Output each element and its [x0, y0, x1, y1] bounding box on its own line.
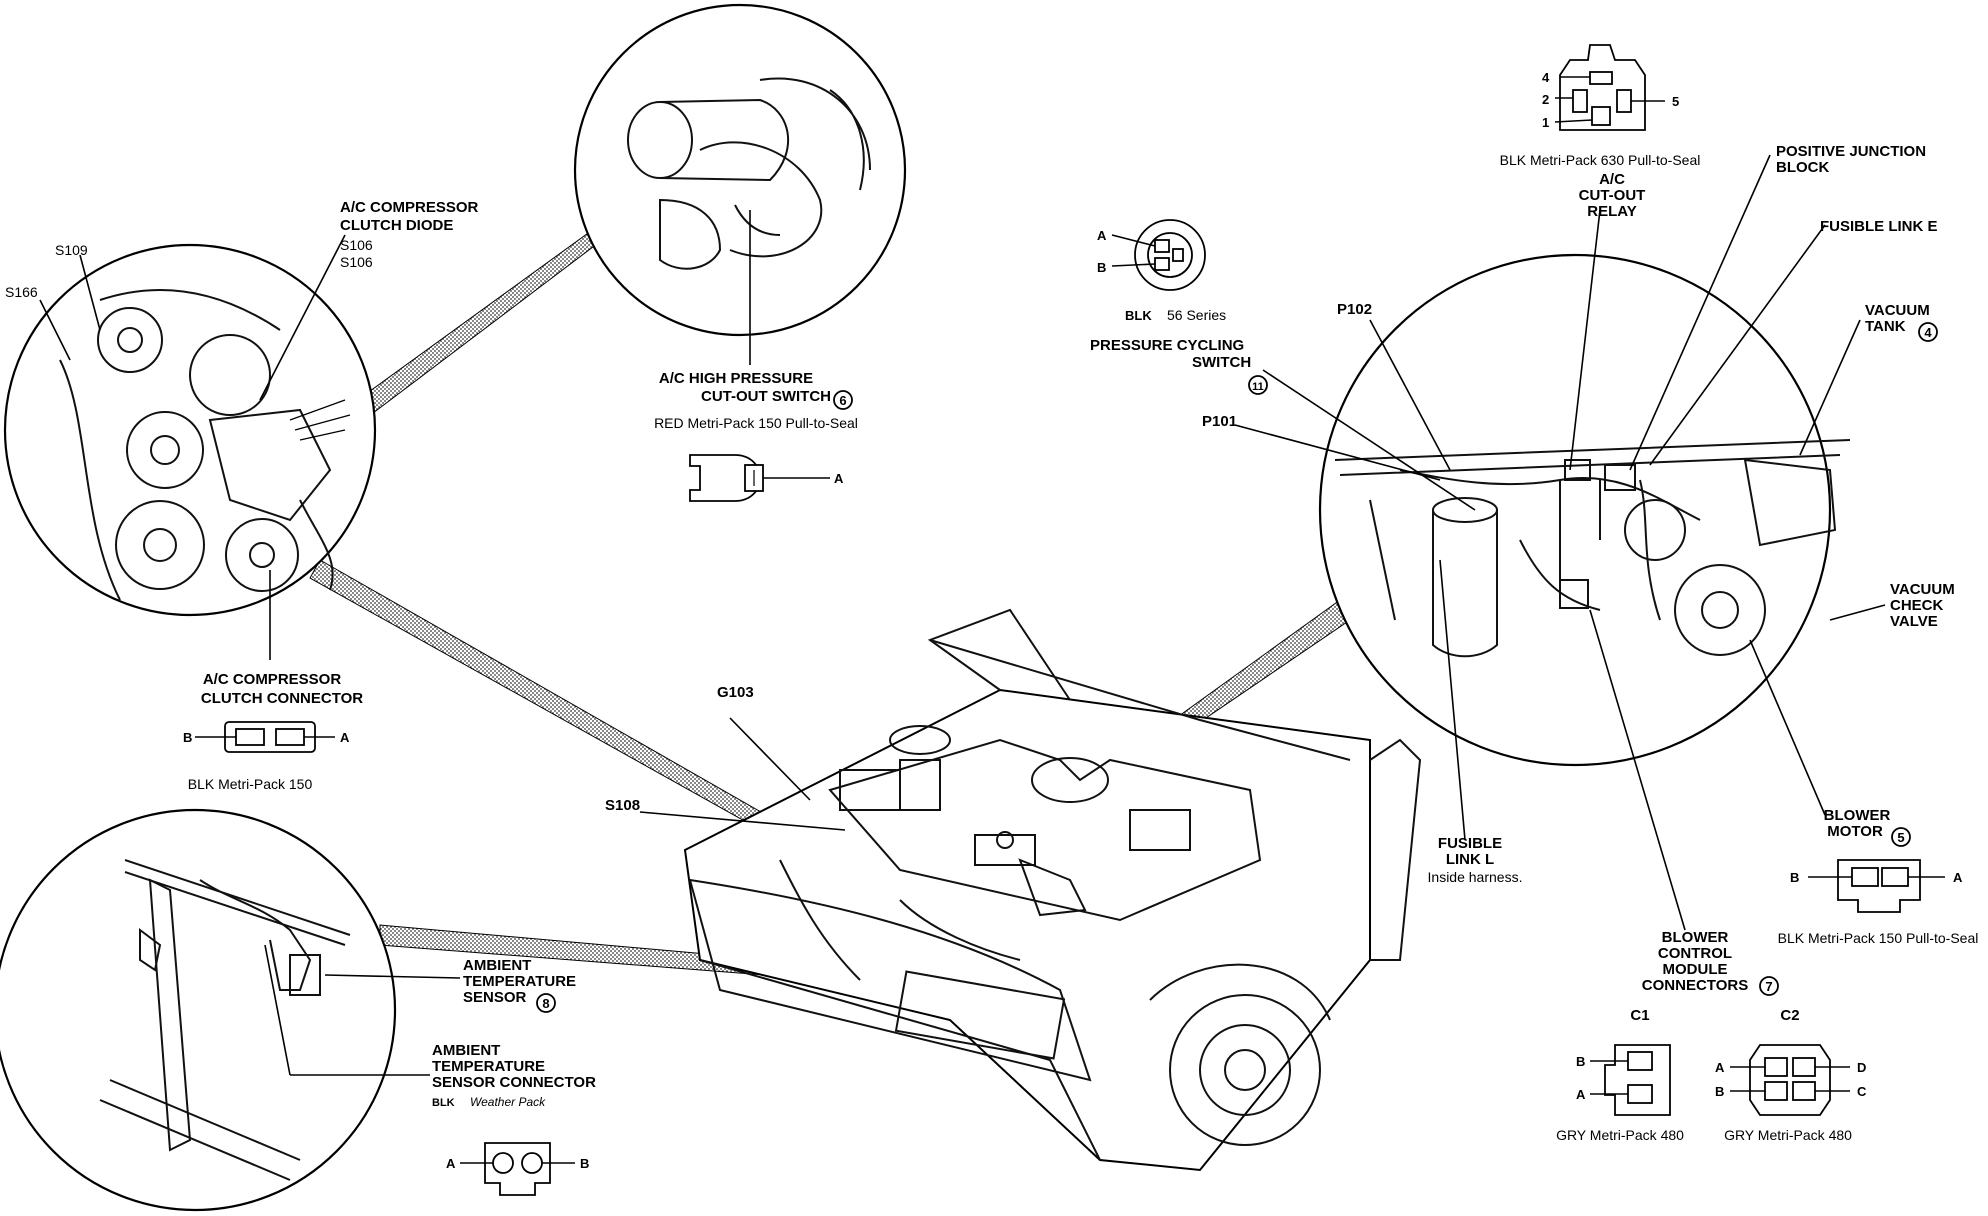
- label-s108: S108: [605, 797, 640, 814]
- label-blower-control-2: CONTROL: [1658, 945, 1732, 962]
- pin-label-b: B: [1790, 870, 1799, 885]
- pin-label-5: 5: [1672, 94, 1679, 109]
- ambient-sensor-callout-circle: [0, 808, 397, 1212]
- label-inside-harness: Inside harness.: [1428, 869, 1523, 885]
- label-red-metri-pack-150: RED Metri-Pack 150 Pull-to-Seal: [654, 415, 858, 431]
- blower-motor-connector-symbol: B A: [1790, 859, 1963, 913]
- label-positive-junction-block-2: BLOCK: [1776, 159, 1829, 176]
- label-ambient-connector-2: TEMPERATURE: [432, 1058, 545, 1075]
- label-gry-metri-pack-480-b: GRY Metri-Pack 480: [1724, 1127, 1852, 1143]
- component-labels: A/C COMPRESSOR CLUTCH DIODE S106 S106 S1…: [5, 143, 1978, 1143]
- label-ambient-sensor-1: AMBIENT: [463, 957, 531, 974]
- pressure-cycling-switch-connector-symbol: A B: [1097, 219, 1206, 291]
- pin-label-2: 2: [1542, 92, 1549, 107]
- label-ambient-connector-1: AMBIENT: [432, 1042, 500, 1059]
- label-p101: P101: [1202, 413, 1237, 430]
- pin-label-a: A: [1097, 228, 1107, 243]
- ac-compressor-clutch-connector-symbol: B A: [183, 721, 350, 753]
- label-blk-56: BLK: [1125, 308, 1152, 323]
- label-pressure-cycling-switch-2: SWITCH: [1192, 354, 1251, 371]
- number-badge-5: 5: [1897, 830, 1904, 845]
- pin-label-b: B: [580, 1156, 589, 1171]
- label-c1: C1: [1630, 1007, 1649, 1024]
- label-ambient-connector-3: SENSOR CONNECTOR: [432, 1074, 596, 1091]
- label-vacuum-check-valve-2: CHECK: [1890, 597, 1944, 614]
- callout-bands: [309, 209, 1351, 981]
- label-blk-weather: BLK: [432, 1097, 455, 1109]
- blower-control-c1-connector-symbol: B A: [1576, 1044, 1671, 1116]
- label-blower-control-3: MODULE: [1663, 961, 1728, 978]
- label-ac-compressor-clutch-connector-2: CLUTCH CONNECTOR: [201, 690, 363, 707]
- pin-label-c: C: [1857, 1084, 1867, 1099]
- number-badge-11: 11: [1252, 381, 1264, 393]
- label-blower-motor-1: BLOWER: [1824, 807, 1891, 824]
- label-fusible-link-e: FUSIBLE LINK E: [1820, 218, 1938, 235]
- label-positive-junction-block-1: POSITIVE JUNCTION: [1776, 143, 1926, 160]
- label-vacuum-tank-1: VACUUM: [1865, 302, 1930, 319]
- pin-label-a: A: [446, 1156, 456, 1171]
- label-blk-metri-pack-630: BLK Metri-Pack 630 Pull-to-Seal: [1500, 152, 1701, 168]
- label-ambient-sensor-3: SENSOR: [463, 989, 527, 1006]
- engine-callout-circle: [3, 243, 377, 617]
- circled-numbers: 6 11 4 5 7 8: [536, 322, 1938, 1013]
- label-g103: G103: [717, 684, 754, 701]
- label-56-series: 56 Series: [1167, 307, 1226, 323]
- number-badge-6: 6: [839, 393, 846, 408]
- label-s106-b: S106: [340, 254, 373, 270]
- ac-high-pressure-switch-connector-symbol: A: [689, 454, 844, 502]
- pin-label-a: A: [1576, 1087, 1586, 1102]
- blower-control-c2-connector-symbol: A B D C: [1715, 1044, 1867, 1116]
- pin-label-b: B: [1097, 260, 1106, 275]
- pin-label-4: 4: [1542, 70, 1550, 85]
- number-badge-4: 4: [1924, 325, 1932, 340]
- label-fusible-link-l-2: LINK L: [1446, 851, 1494, 868]
- pin-label-a: A: [834, 471, 844, 486]
- label-vacuum-check-valve-3: VALVE: [1890, 613, 1938, 630]
- label-vacuum-tank-2: TANK: [1865, 318, 1906, 335]
- pin-label-b: B: [1576, 1054, 1585, 1069]
- label-blk-metri-pack-150-pull-to-seal: BLK Metri-Pack 150 Pull-to-Seal: [1778, 930, 1979, 946]
- pin-label-b: B: [1715, 1084, 1724, 1099]
- label-vacuum-check-valve-1: VACUUM: [1890, 581, 1955, 598]
- label-ac-compressor-clutch-diode-2: CLUTCH DIODE: [340, 217, 453, 234]
- label-c2: C2: [1780, 1007, 1799, 1024]
- label-ac-cutout-relay-3: RELAY: [1587, 203, 1636, 220]
- leader-lines: [39, 154, 1886, 1076]
- label-ac-cutout-relay-1: A/C: [1599, 171, 1625, 188]
- label-ac-compressor-clutch-diode-1: A/C COMPRESSOR: [340, 199, 479, 216]
- number-badge-8: 8: [542, 996, 549, 1011]
- label-s109: S109: [55, 242, 88, 258]
- pin-label-a: A: [1953, 870, 1963, 885]
- label-ac-high-pressure-switch-1: A/C HIGH PRESSURE: [659, 370, 813, 387]
- label-fusible-link-l-1: FUSIBLE: [1438, 835, 1502, 852]
- label-gry-metri-pack-480-a: GRY Metri-Pack 480: [1556, 1127, 1684, 1143]
- car-drawing: [683, 608, 1422, 1172]
- pin-label-1: 1: [1542, 115, 1549, 130]
- ac-cutout-relay-connector-symbol: 4 2 1 5: [1542, 44, 1679, 131]
- pin-label-a: A: [340, 730, 350, 745]
- number-badge-7: 7: [1765, 979, 1772, 994]
- label-s106-a: S106: [340, 237, 373, 253]
- label-ambient-sensor-2: TEMPERATURE: [463, 973, 576, 990]
- label-ac-cutout-relay-2: CUT-OUT: [1579, 187, 1646, 204]
- label-ac-compressor-clutch-connector-1: A/C COMPRESSOR: [203, 671, 342, 688]
- pin-label-d: D: [1857, 1060, 1866, 1075]
- label-blk-metri-pack-150: BLK Metri-Pack 150: [188, 776, 313, 792]
- label-s166: S166: [5, 284, 38, 300]
- label-p102: P102: [1337, 301, 1372, 318]
- label-blower-motor-2: MOTOR: [1827, 823, 1883, 840]
- label-blower-control-4: CONNECTORS: [1642, 977, 1748, 994]
- label-ac-high-pressure-switch-2: CUT-OUT SWITCH: [701, 388, 831, 405]
- pin-label-b: B: [183, 730, 192, 745]
- pressure-switch-callout-circle: [573, 3, 907, 337]
- ambient-sensor-connector-symbol: A B: [446, 1142, 589, 1196]
- label-weather-pack: Weather Pack: [470, 1095, 546, 1109]
- label-pressure-cycling-switch-1: PRESSURE CYCLING: [1090, 337, 1244, 354]
- label-blower-control-1: BLOWER: [1662, 929, 1729, 946]
- pin-label-a: A: [1715, 1060, 1725, 1075]
